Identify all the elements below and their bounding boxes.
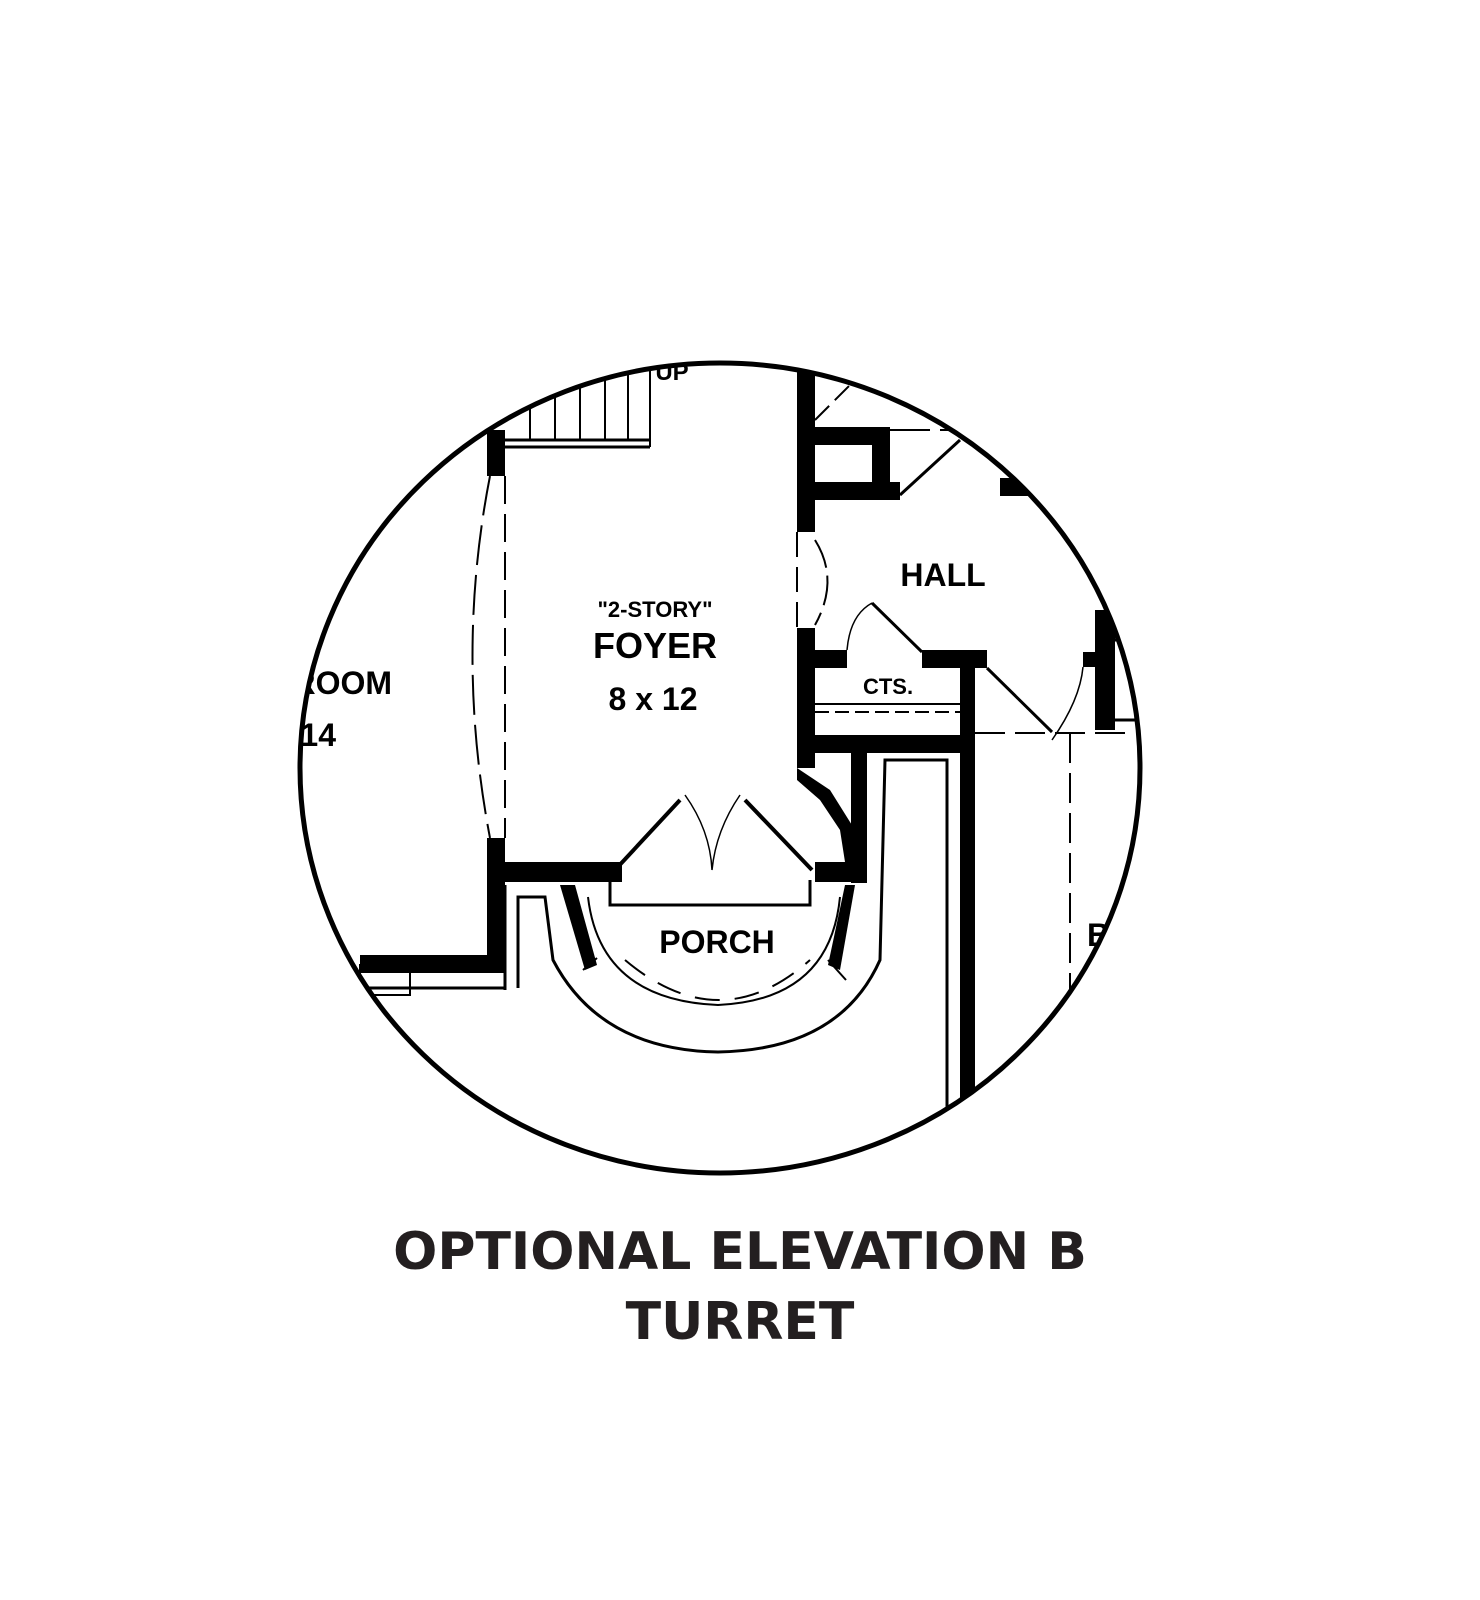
- two-story-label: "2-STORY": [598, 597, 713, 622]
- foyer-size-label: 8 x 12: [609, 681, 698, 717]
- foyer-label: FOYER: [593, 625, 717, 666]
- caption-subtitle: TURRET: [625, 1292, 855, 1352]
- room-label: ROOM: [292, 665, 392, 701]
- room-size-label: 14: [300, 717, 336, 753]
- caption-title: OPTIONAL ELEVATION B: [393, 1222, 1087, 1282]
- detail-circle-border: [297, 360, 1143, 1176]
- walls: [360, 363, 1115, 1100]
- plan-drawing: UP HALL "2-STORY" FOYER 8 x 12 CTS. ROOM…: [292, 363, 1140, 1110]
- cts-label: CTS.: [863, 674, 913, 699]
- linework: [359, 384, 1140, 1110]
- hall-label: HALL: [900, 557, 985, 593]
- porch-label: PORCH: [659, 924, 775, 960]
